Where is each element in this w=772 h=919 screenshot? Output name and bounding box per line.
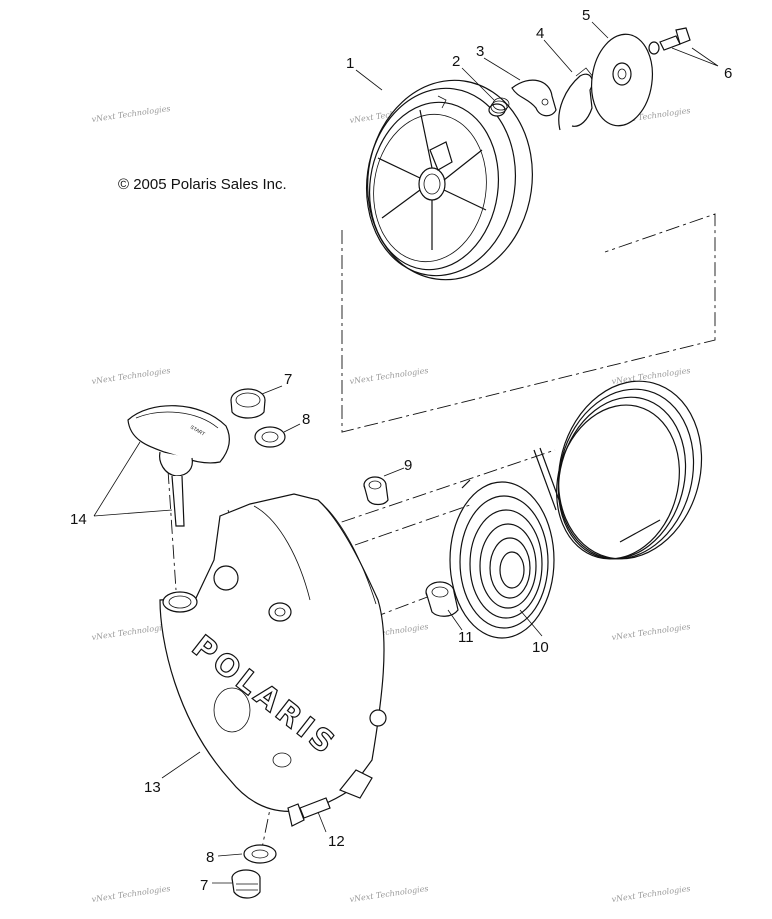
callout-4: 4: [536, 25, 544, 42]
bushing: [363, 476, 389, 506]
watermark-text: vNext Technologies: [91, 104, 171, 124]
leader-lines: [93, 21, 719, 884]
rope-pulley: [365, 79, 533, 281]
starter-housing: POLARIS: [159, 493, 387, 812]
callout-7-top: 7: [284, 371, 292, 388]
callout-3: 3: [476, 43, 484, 60]
sealing-washer: [254, 426, 286, 448]
copyright-notice: © 2005 Polaris Sales Inc.: [118, 176, 287, 193]
sleeve-bushing: [425, 581, 459, 617]
starter-rope: [533, 380, 703, 560]
callout-1: 1: [346, 55, 354, 72]
callout-numbers: 1 2 3 4 5 6 7 8 9 10 11 12 13 14 8 7: [70, 7, 732, 894]
watermark-text: vNext Technologies: [611, 622, 691, 642]
watermark-text: vNext Technologies: [349, 884, 429, 904]
callout-11: 11: [458, 629, 474, 646]
starter-handle: START: [127, 405, 230, 527]
callout-14: 14: [70, 511, 87, 528]
retainer-plate: [591, 33, 653, 127]
callout-12: 12: [328, 833, 345, 850]
watermark-text: vNext Technologies: [91, 622, 171, 642]
watermark-text: vNext Technologies: [349, 366, 429, 386]
recoil-spring: [449, 479, 555, 639]
watermark-text: vNext Technologies: [91, 366, 171, 386]
callout-13: 13: [144, 779, 161, 796]
sealing-washer-lower: [243, 844, 277, 864]
housing-bolt: [287, 797, 331, 827]
center-bolt: [648, 27, 691, 55]
watermark-text: vNext Technologies: [91, 884, 171, 904]
plug-cap: [230, 388, 266, 419]
watermark-text: vNext Technologies: [611, 884, 691, 904]
callout-6: 6: [724, 65, 732, 82]
callout-5: 5: [582, 7, 590, 24]
plug-cap-lower: [231, 869, 261, 899]
callout-2: 2: [452, 53, 460, 70]
small-spring: [488, 97, 510, 117]
friction-spring-clip: [558, 67, 595, 131]
callout-8-top: 8: [302, 411, 310, 428]
callout-8-bottom: 8: [206, 849, 214, 866]
callout-9: 9: [404, 457, 412, 474]
callout-10: 10: [532, 639, 549, 656]
callout-7-bottom: 7: [200, 877, 208, 894]
ratchet-pawl: [511, 79, 557, 117]
